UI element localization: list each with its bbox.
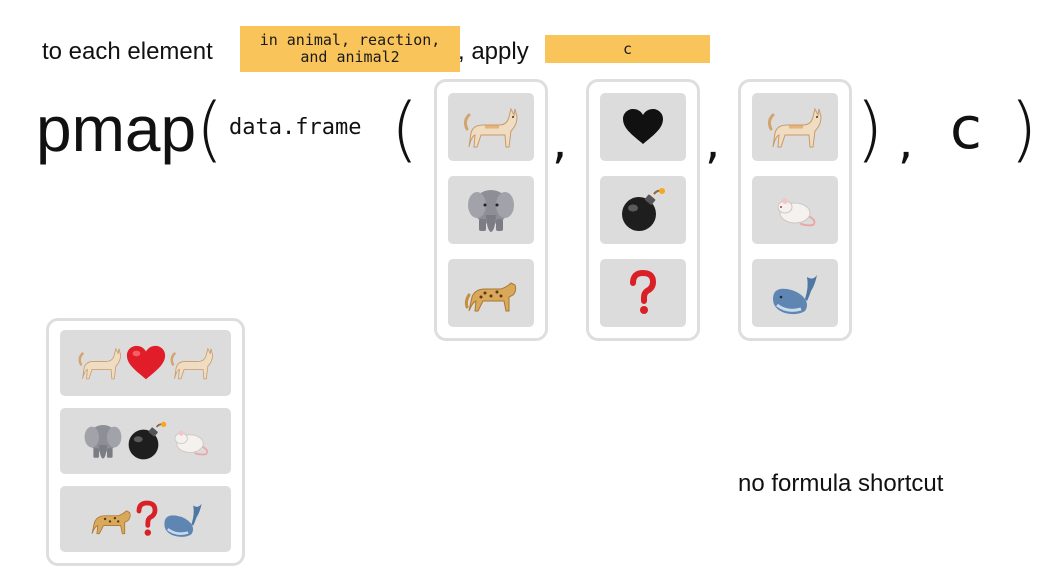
cat-icon (170, 347, 213, 380)
reaction-column (586, 79, 700, 341)
animal2-cell-1 (752, 93, 838, 161)
open-paren-1: ( (196, 88, 224, 170)
question-mark-icon (136, 500, 157, 536)
close-paren-2: ) (1010, 88, 1038, 170)
pmap-keyword: pmap (36, 93, 197, 165)
black-heart-icon (623, 109, 663, 144)
comma-3: , (898, 114, 914, 170)
c-argument: c (950, 94, 982, 162)
cat-icon (463, 107, 518, 148)
animal-cell-2 (448, 176, 534, 244)
whale-icon (773, 275, 817, 315)
cat-icon (78, 347, 121, 380)
animal-cell-3 (448, 259, 534, 327)
input-columns-line1: in animal, reaction, (259, 31, 441, 49)
bomb-icon (128, 421, 166, 460)
elephant-icon (468, 190, 514, 232)
animal2-column (738, 79, 852, 341)
comma-2: , (705, 114, 721, 170)
apply-text: , apply (458, 38, 529, 65)
input-columns-line2: and animal2 (300, 48, 400, 66)
rat-icon (174, 430, 208, 456)
close-paren-1: ) (856, 88, 884, 170)
question-mark-icon (630, 269, 657, 314)
reaction-cell-3 (600, 259, 686, 327)
reaction-cell-2 (600, 176, 686, 244)
function-name: c (622, 39, 633, 58)
comma-1: , (552, 114, 568, 170)
input-columns-highlight: in animal, reaction, and animal2 (240, 26, 460, 72)
result-item-3 (60, 486, 231, 552)
data-frame-function: data.frame (229, 115, 362, 140)
animal2-cell-3 (752, 259, 838, 327)
intro-text: to each element (42, 38, 213, 65)
bomb-icon (622, 188, 665, 231)
cat-icon (767, 107, 822, 148)
leopard-icon (91, 510, 131, 535)
result-item-1 (60, 330, 231, 396)
result-list (46, 318, 245, 566)
note-text: no formula shortcut (738, 470, 944, 497)
leopard-icon (464, 282, 517, 312)
animal-column (434, 79, 548, 341)
animal-cell-1 (448, 93, 534, 161)
open-paren-2: ( (391, 88, 419, 170)
function-highlight: c (545, 35, 710, 63)
red-heart-icon (126, 345, 165, 380)
reaction-cell-1 (600, 93, 686, 161)
animal2-cell-2 (752, 176, 838, 244)
elephant-icon (84, 425, 121, 459)
whale-icon (163, 503, 202, 537)
rat-icon (777, 198, 816, 227)
result-item-2 (60, 408, 231, 474)
